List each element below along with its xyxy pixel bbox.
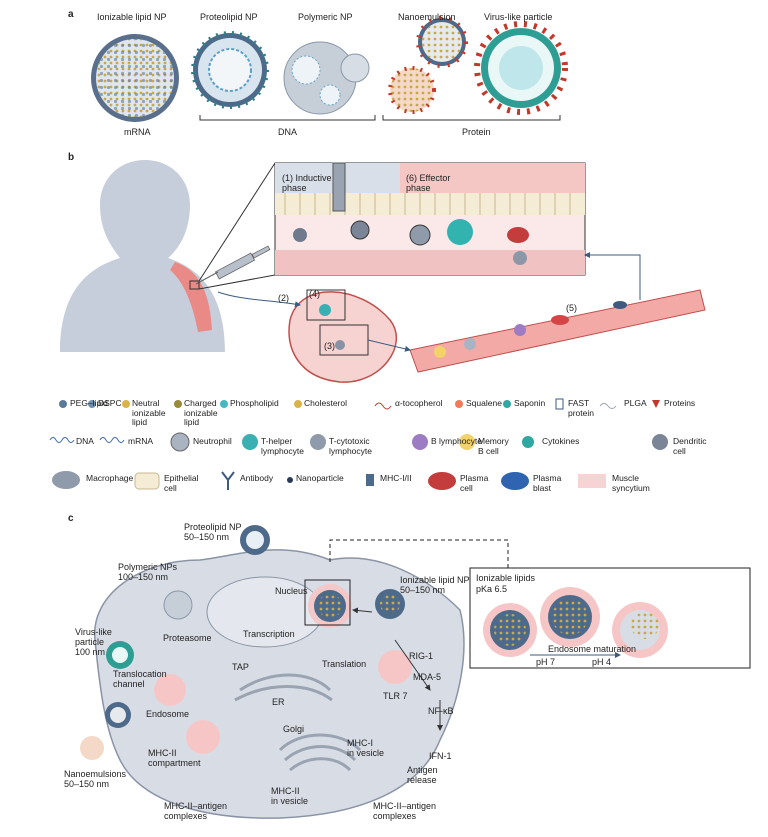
panel-a-label: a: [68, 9, 74, 20]
arrow-to-lymph: [217, 291, 301, 308]
legend-t-helper: T-helper lymphocyte: [261, 436, 304, 456]
legend-alpha-tocopherol: α-tocopherol: [395, 398, 443, 408]
legend-plga: PLGA: [624, 398, 647, 408]
label-golgi: Golgi: [283, 724, 305, 734]
label-polymeric-nps-c: Polymeric NPs 100–150 nm: [118, 562, 178, 582]
label-polymeric-np: Polymeric NP: [298, 12, 353, 22]
label-rig-1: RIG-1: [409, 651, 434, 661]
legend-epithelial-cell: Epithelial cell: [164, 473, 199, 493]
legend-macrophage: Macrophage: [86, 473, 134, 483]
label-ionizable-np-c: Ionizable lipid NP 50–150 nm: [400, 575, 470, 595]
group-protein: Protein: [462, 127, 491, 137]
virus-like-particle-graphic: [474, 21, 568, 115]
label-proteasome: Proteasome: [163, 633, 212, 643]
blood-vessel-graphic: [409, 289, 706, 373]
legend-plasma-cell: Plasma cell: [460, 473, 489, 493]
arrow-to-tissue: [584, 252, 641, 300]
tissue-zoom-panel: [274, 162, 586, 276]
label-virus-like-particle: Virus-like particle: [484, 12, 553, 22]
label-vlp-c: Virus-like particle 100 nm: [75, 627, 112, 657]
label-er: ER: [272, 697, 285, 707]
label-translation: Translation: [322, 659, 367, 669]
panel-c-label: c: [68, 513, 74, 524]
nanoemulsion-graphic: [388, 16, 468, 114]
label-step-2: (2): [278, 293, 289, 303]
zoom-lines: [198, 162, 276, 290]
label-step-3: (3): [324, 341, 335, 351]
label-nanoemulsion: Nanoemulsion: [398, 12, 456, 22]
cell-graphic: [94, 549, 465, 819]
arrow-tlr: [394, 639, 431, 691]
legend-charged-ionizable-lipid: Charged ionizable lipid: [184, 398, 218, 427]
legend-mrna: mRNA: [128, 436, 154, 446]
group-dna: DNA: [278, 127, 298, 137]
legend-neutral-ionizable-lipid: Neutral ionizable lipid: [132, 398, 166, 427]
syringe-graphic: [195, 245, 271, 285]
label-endosome: Endosome: [146, 709, 190, 719]
legend-dendritic-cell: Dendritic cell: [673, 436, 707, 456]
legend-nanoparticle: Nanoparticle: [296, 473, 344, 483]
group-mrna: mRNA: [124, 127, 151, 137]
legend-neutrophil: Neutrophil: [193, 436, 232, 446]
inset-panel: [329, 539, 751, 669]
label-inductive-phase: (1) Inductive phase: [282, 173, 332, 193]
legend-fast-protein: FAST protein: [568, 398, 594, 418]
inset-title: Ionizable lipids: [476, 573, 536, 583]
inset-endosome-maturation: Endosome maturation: [548, 644, 637, 654]
label-nf-kb: NF-κB: [428, 706, 454, 716]
proteolipid-np-graphic: [191, 31, 269, 109]
inset-ph4: pH 4: [592, 657, 612, 667]
label-mhc-ii-in-vesicle: MHC-II in vesicle: [271, 786, 309, 806]
panel-a-brackets: [199, 115, 561, 121]
label-transcription: Transcription: [243, 629, 295, 639]
label-ifn-1: IFN-1: [429, 751, 452, 761]
lymph-node-graphic: [288, 289, 397, 383]
legend-mhc-i-ii: MHC-I/II: [380, 473, 412, 483]
label-mhc-ii-compartment: MHC-II compartment: [148, 748, 201, 768]
legend-phospholipid: Phospholipid: [230, 398, 279, 408]
label-mda-5: MDA-5: [413, 672, 442, 682]
label-step-5: (5): [566, 303, 577, 313]
legend-peg-lipid: PEG–lipid: [70, 398, 108, 408]
human-silhouette: [60, 160, 225, 352]
legend-squalene: Squalene: [466, 398, 502, 408]
particles-c: [80, 525, 405, 760]
ionizable-lipid-np-graphic: [91, 34, 179, 122]
label-antigen-release: Antigen release: [407, 765, 438, 785]
legend-memory-b-cell: Memory B cell: [478, 436, 509, 456]
inset-pka: pKa 6.5: [476, 584, 508, 594]
label-tap: TAP: [232, 662, 249, 672]
legend-icons: [49, 398, 668, 490]
legend-plasma-blast: Plasma blast: [533, 473, 562, 493]
legend-saponin: Saponin: [514, 398, 546, 408]
label-effector-phase: (6) Effector phase: [406, 173, 451, 193]
label-mhc-ii-complexes-left: MHC-II–antigen complexes: [164, 801, 228, 821]
label-nucleus: Nucleus: [275, 586, 308, 596]
label-nanoemulsions-c: Nanoemulsions 50–150 nm: [64, 769, 127, 789]
legend-proteins: Proteins: [664, 398, 696, 408]
legend-muscle-syncytium: Muscle syncytium: [612, 473, 650, 493]
label-tlr-7: TLR 7: [383, 691, 408, 701]
legend-t-cytotoxic: T-cytotoxic lymphocyte: [329, 436, 372, 456]
inset-ph7: pH 7: [536, 657, 556, 667]
arrow-ionizable: [352, 607, 373, 614]
label-step-4: (4): [309, 289, 320, 299]
legend-b-lymphocyte: B lymphocyte: [431, 436, 483, 446]
polymeric-np-graphic: [283, 41, 370, 115]
label-ionizable-lipid-np: Ionizable lipid NP: [97, 12, 167, 22]
label-translocation-channel: Translocation channel: [113, 669, 167, 689]
arrow-to-vessel: [367, 339, 411, 352]
legend-dspc: DSPC: [98, 398, 122, 408]
legend-cholesterol: Cholesterol: [304, 398, 347, 408]
zoom-box-muscle: [189, 280, 200, 290]
label-mhc-i-in-vesicle: MHC-I in vesicle: [347, 738, 385, 758]
label-mhc-ii-complexes-right: MHC-II–antigen complexes: [373, 801, 437, 821]
legend-cytokines: Cytokines: [542, 436, 580, 446]
legend-antibody: Antibody: [240, 473, 274, 483]
legend-dna: DNA: [76, 436, 94, 446]
panel-b-label: b: [68, 152, 75, 163]
label-proteolipid-np-c: Proteolipid NP 50–150 nm: [184, 522, 242, 542]
label-proteolipid-np: Proteolipid NP: [200, 12, 258, 22]
